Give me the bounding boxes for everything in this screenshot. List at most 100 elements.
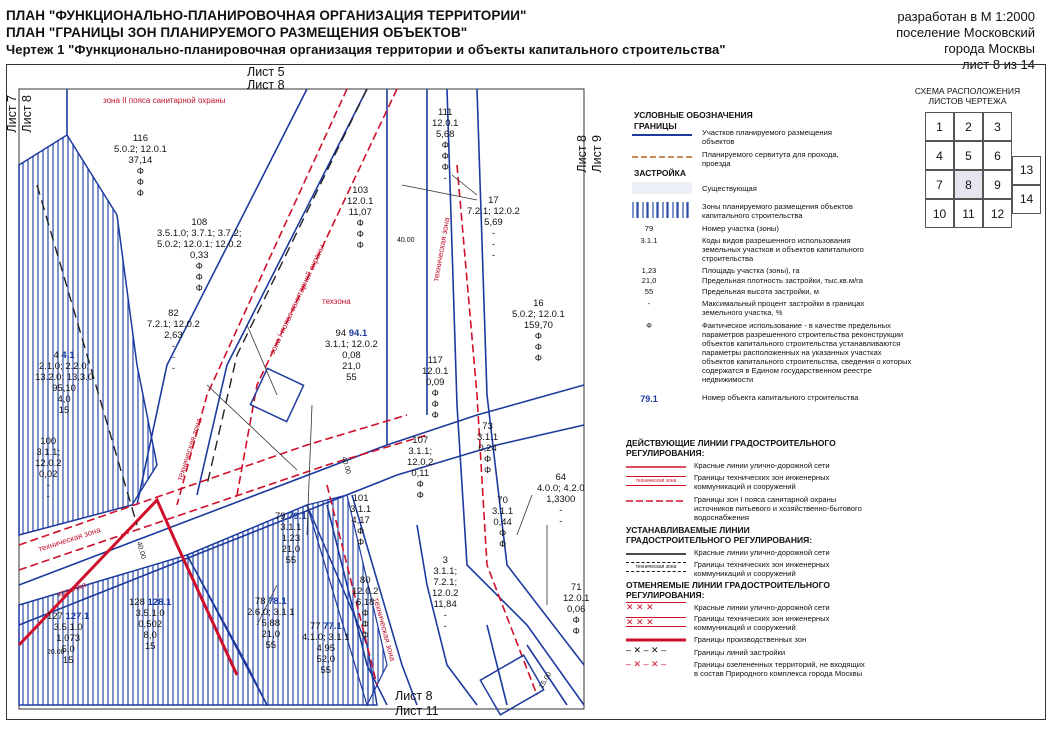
legend-existing: Существующая — [702, 184, 757, 193]
legend-example-density: 21,0 — [641, 276, 657, 285]
map-drawing — [17, 88, 585, 716]
plot-label-row: 55 — [320, 665, 332, 676]
plot-label-row: 1,073 — [56, 633, 81, 644]
plot-label-row: 3.1.1; 12.0.2 — [325, 339, 378, 350]
plot-label-row: 107 — [412, 435, 429, 446]
plot-label-row: Ф — [195, 261, 203, 272]
plot-label-row: 55 — [285, 555, 297, 566]
plot-label-row: - — [171, 352, 175, 363]
plot-label-row: 12.0.1 — [422, 366, 449, 377]
plot-label-row: 100 — [40, 436, 57, 447]
legend-act-tech: Границы технических зон инженерных комму… — [694, 473, 830, 491]
plot-label-row: Ф — [534, 342, 543, 353]
plot-label-row: 5.0.2; 12.0.1; 12.0.2 — [157, 239, 242, 250]
legend-object-number: Номер объекта капитального строительства — [702, 393, 859, 402]
title-line-3: Чертеж 1 "Функционально-планировочная ор… — [6, 42, 726, 57]
legend-sym-cancel-green: ‒ ✕ ‒ ✕ ‒ — [626, 659, 667, 669]
plot-label-row: 95,10 — [52, 383, 76, 394]
plot-label-row: Ф — [361, 619, 369, 630]
plot-label-row: 12.0.2 — [35, 458, 62, 469]
plot-label-row: 117 — [427, 355, 443, 366]
hatched-zone-77 — [306, 494, 388, 707]
legend-cancel-prod: Границы производственных зон — [694, 635, 807, 644]
plot-label-row: 0,08 — [342, 350, 361, 361]
plot-label-row: 5.0.2; 12.0.1 — [114, 144, 167, 155]
plot-label-row: Ф — [572, 615, 580, 626]
plot-label-row: - — [443, 621, 447, 632]
plot-label-row: 2.1.0; 2.2.0; — [38, 361, 90, 372]
legend-example-f: Ф — [646, 321, 652, 330]
plot-label-row: 5,69 — [484, 217, 503, 228]
plot-label-row: 0,44 — [493, 517, 512, 528]
plot-label-row: 5,88 — [261, 618, 281, 629]
scheme-cell: 9 — [983, 170, 1012, 199]
legend-set-red: Красные линии улично-дорожной сети — [694, 548, 830, 557]
sheet-label-top-prev: Лист 5 — [247, 65, 285, 79]
plot-label-row: - — [46, 491, 50, 502]
scheme-cell: 2 — [954, 112, 983, 141]
plot-label-row: 15 — [58, 405, 70, 416]
plot-label-row: 5,68 — [435, 129, 455, 140]
legend-cancel-build: Границы линий застройки — [694, 648, 786, 657]
plot-label-row: Ф — [356, 526, 365, 537]
scheme-cell: 4 — [925, 141, 954, 170]
plot-label-row: 12.0.2 — [407, 457, 434, 468]
plot-label-row: 4,0 — [57, 394, 71, 405]
plot-label-row: Ф — [441, 162, 449, 173]
leader-lines — [206, 174, 548, 626]
legend-sym-cancel-build: ‒ ✕ ‒ ✕ ‒ — [626, 645, 667, 655]
legend-set-head: УСТАНАВЛИВАЕМЫЕ ЛИНИИ ГРАДОСТРОИТЕЛЬНОГО… — [626, 525, 813, 545]
plot-label-row: 82 — [168, 308, 179, 319]
plot-label-row: 128 128.1 — [129, 597, 171, 608]
plot-label-row: - — [443, 610, 447, 621]
plot-label-row: - — [171, 363, 175, 374]
plot-label-row: 3.1.1; — [408, 446, 433, 457]
plot-label-row: 3 — [442, 555, 448, 566]
plot-label-row: 0,09 — [425, 377, 445, 388]
plot-label-row: 3.1.1; — [433, 566, 458, 577]
legend-act-san: Границы зон I пояса санитарной охраны ис… — [694, 495, 862, 522]
plot-label-row: Ф — [498, 528, 507, 539]
plot-label-row: 3.1.1 — [492, 506, 514, 517]
legend-sym-act-red — [626, 466, 686, 468]
plot-label-row: 79 79.1 — [275, 511, 307, 522]
plot-label-row: Ф — [483, 454, 492, 465]
legend-cancel-red: Красные линии улично-дорожной сети — [694, 603, 830, 612]
plot-label-row: 111 — [437, 107, 453, 118]
plot-label-row: 0,502 — [138, 619, 163, 630]
plot-label-row: 0,33 — [190, 250, 209, 261]
width-label-4: 20.00 — [47, 649, 65, 656]
scheme-cell: 3 — [983, 112, 1012, 141]
legend-sym-act-tech: техническая зона — [626, 476, 686, 486]
production-zone-line — [17, 497, 239, 676]
scheme-cell: 6 — [983, 141, 1012, 170]
scheme-cell: 7 — [925, 170, 954, 199]
legend-sym-set-tech: техническая зона — [626, 562, 686, 572]
plot-label-row: 108 — [191, 217, 208, 228]
plot-label-row: 52,0 — [316, 654, 336, 665]
legend-sym-cancel-prod — [626, 638, 686, 642]
sheet-label-right-next: Лист 9 — [590, 135, 604, 173]
plot-label-row: 7.2.1; 12.0.2 — [467, 206, 520, 217]
plot-label-row: 11,07 — [348, 207, 372, 218]
object-number: 4.1 — [61, 350, 75, 361]
cancelled-lines — [36, 88, 368, 526]
plot-label-row: Ф — [136, 166, 145, 177]
plot-label-row: 37,14 — [128, 155, 153, 166]
plot-number: 94 — [335, 328, 347, 339]
legend-example-number: 79 — [644, 224, 654, 233]
zone-label-tech4: техзона — [322, 297, 351, 306]
object-number: 79.1 — [288, 511, 307, 522]
legend-sym-plot-border — [632, 134, 692, 136]
object-number: 77.1 — [323, 621, 342, 632]
building-3 — [479, 654, 545, 716]
legend-act-red: Красные линии улично-дорожной сети — [694, 461, 830, 470]
legend-codes: Коды видов разрешенного использования зе… — [702, 236, 864, 263]
